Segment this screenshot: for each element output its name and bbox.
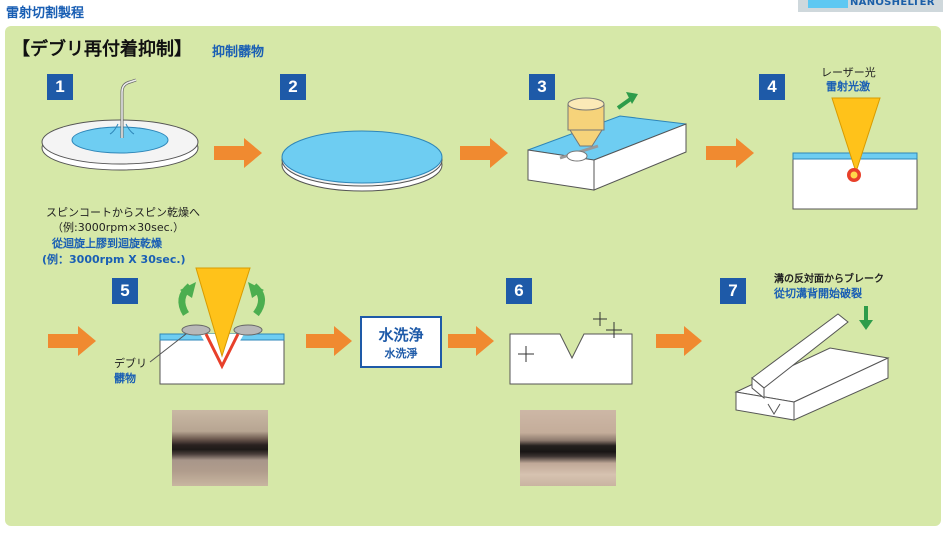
step7-caption: 溝の反対面からブレーク (774, 274, 884, 285)
step5-caption: デブリ (114, 357, 147, 370)
step7-caption-blue: 從切溝背開始破裂 (774, 287, 862, 300)
section-title: 【デブリ再付着抑制】 (12, 39, 192, 60)
step1-caption-blue2: (例：3000rpm X 30sec.) (42, 253, 186, 266)
wash-box: 水洗浄 水洗淨 (360, 316, 442, 368)
sparkle-icon (518, 312, 622, 362)
debris-cross-section (149, 267, 285, 385)
grooved-block (509, 312, 633, 385)
step1-caption-blue1: 從迴旋上膠到迴旋乾燥 (52, 237, 162, 250)
logo-text: NANOSHELTER (850, 0, 935, 8)
step-badge-6: 6 (506, 278, 532, 304)
micrograph-debris-photo (172, 410, 268, 486)
step1-caption-line1: スピンコートからスピン乾燥へ (46, 206, 200, 219)
process-panel (5, 26, 941, 526)
step-badge-2: 2 (280, 74, 306, 100)
step4-caption: レーザー光 (821, 66, 876, 79)
spin-coater-icon (41, 78, 199, 171)
wafer-icon (281, 130, 443, 192)
step5-caption-blue: 髒物 (114, 372, 136, 385)
step1-caption-line2: （例:3000rpm×30sec.） (52, 221, 185, 234)
step4-caption-blue: 雷射光激 (826, 80, 870, 93)
wash-sublabel: 水洗淨 (384, 347, 418, 360)
logo-mark (808, 0, 848, 8)
step-badge-7: 7 (720, 278, 746, 304)
step-badge-5: 5 (112, 278, 138, 304)
broken-block (734, 306, 890, 421)
arrow-right-icon (48, 138, 754, 356)
laser-head-block (527, 92, 687, 191)
micrograph-clean-photo (520, 410, 616, 486)
step-badge-1: 1 (47, 74, 73, 100)
step-badge-3: 3 (529, 74, 555, 100)
wash-label: 水洗浄 (378, 326, 424, 344)
step-badge-4: 4 (759, 74, 785, 100)
page-title: 雷射切割製程 (6, 6, 85, 21)
laser-beam-icon (792, 97, 918, 210)
section-subtitle: 抑制髒物 (212, 45, 265, 60)
